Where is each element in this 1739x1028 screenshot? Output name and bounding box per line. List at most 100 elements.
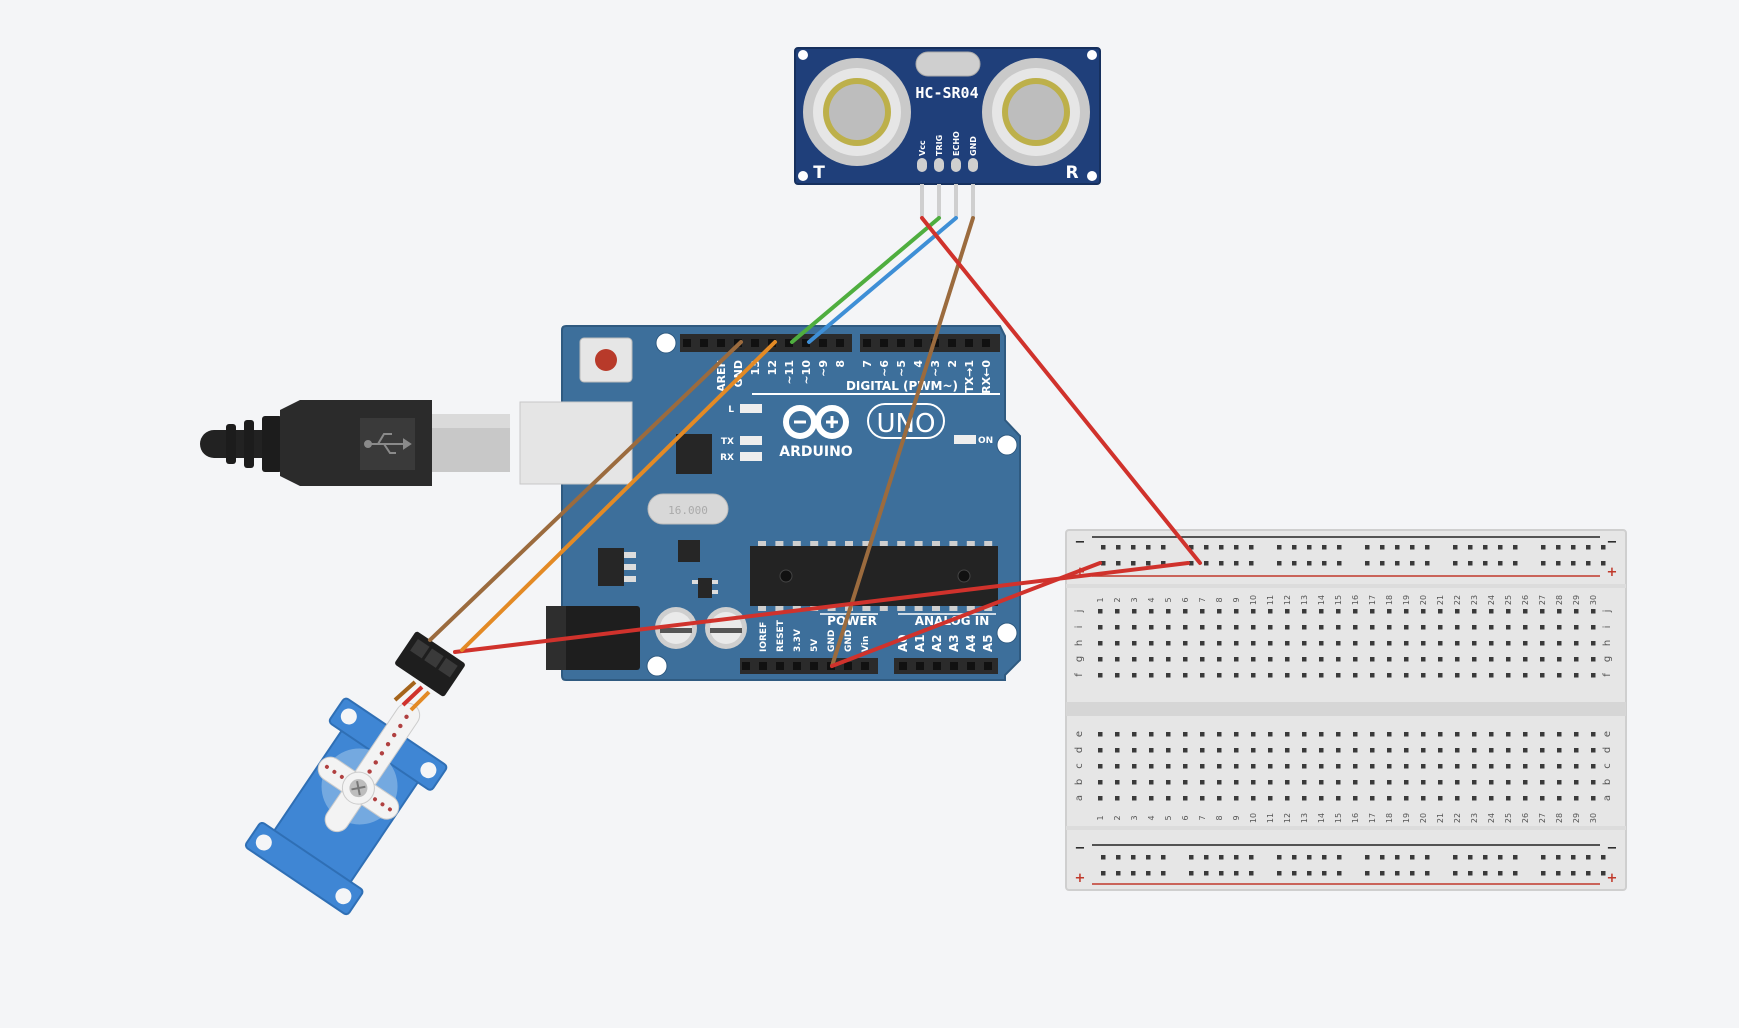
row-label: a	[1602, 795, 1613, 801]
row-label: d	[1074, 747, 1085, 753]
header-hole[interactable]	[967, 662, 975, 670]
column-label: 6	[1181, 597, 1190, 602]
wire-blue-echo[interactable]	[807, 216, 958, 344]
column-label: 19	[1402, 595, 1411, 605]
header-hole[interactable]	[793, 662, 801, 670]
wire-orange-servo-signal[interactable]	[460, 340, 777, 652]
servo-connector[interactable]	[394, 631, 466, 698]
wire-red-vcc[interactable]	[920, 216, 1202, 565]
column-label: 16	[1351, 813, 1360, 823]
row-label: c	[1602, 763, 1613, 769]
header-hole[interactable]	[742, 662, 750, 670]
digital-header-label: DIGITAL (PWM~)	[846, 379, 958, 393]
wire-brown-gnd[interactable]	[830, 216, 975, 668]
header-hole[interactable]	[914, 339, 922, 347]
led-label-rx: RX	[720, 453, 734, 463]
mount-hole	[996, 434, 1018, 456]
column-label: 22	[1453, 813, 1462, 823]
analog-pin-label: A3	[947, 634, 961, 652]
power-pin-label: RESET	[776, 619, 786, 652]
power-pin-label: IOREF	[759, 622, 769, 652]
column-label: 17	[1368, 813, 1377, 823]
header-hole[interactable]	[819, 339, 827, 347]
header-hole[interactable]	[700, 339, 708, 347]
header-hole[interactable]	[863, 339, 871, 347]
row-label: g	[1602, 656, 1613, 662]
column-label: 2	[1113, 815, 1122, 820]
header-hole[interactable]	[916, 662, 924, 670]
reset-button[interactable]	[579, 337, 633, 383]
capacitor	[655, 607, 697, 649]
row-label: h	[1602, 640, 1613, 646]
header-hole[interactable]	[880, 339, 888, 347]
sensor-pin-pad[interactable]	[917, 158, 927, 172]
voltage-regulator	[598, 548, 636, 586]
sensor-pin-pad[interactable]	[968, 158, 978, 172]
rail-plus-sign: +	[1075, 871, 1086, 886]
power-header[interactable]	[740, 658, 998, 674]
micro-servo-motor[interactable]	[244, 671, 465, 916]
row-label: i	[1602, 626, 1613, 629]
header-hole[interactable]	[950, 662, 958, 670]
column-label: 4	[1147, 815, 1156, 820]
wires	[428, 216, 1202, 668]
header-hole[interactable]	[965, 339, 973, 347]
column-label: 11	[1266, 595, 1275, 605]
arduino-uno-board[interactable]: 16.000	[519, 325, 1021, 681]
header-hole[interactable]	[897, 339, 905, 347]
column-label: 10	[1249, 813, 1258, 823]
header-hole[interactable]	[785, 339, 793, 347]
transmitter-transducer-icon	[803, 58, 911, 166]
header-hole[interactable]	[933, 662, 941, 670]
header-hole[interactable]	[683, 339, 691, 347]
wire-brown-servo-gnd[interactable]	[428, 340, 743, 642]
column-label: 18	[1385, 595, 1394, 605]
header-hole[interactable]	[899, 662, 907, 670]
led-label-on: ON	[978, 436, 993, 446]
digital-pin-label: 8	[834, 360, 847, 368]
header-hole[interactable]	[861, 662, 869, 670]
header-hole[interactable]	[982, 339, 990, 347]
column-label: 7	[1198, 597, 1207, 602]
sensor-pin-pad[interactable]	[934, 158, 944, 172]
column-label: 18	[1385, 813, 1394, 823]
analog-pin-label: A2	[930, 634, 944, 652]
header-hole[interactable]	[717, 339, 725, 347]
atmega-microcontroller	[750, 541, 998, 611]
analog-pin-label: A4	[964, 634, 978, 652]
usb-chip	[676, 434, 712, 474]
column-label: 9	[1232, 815, 1241, 820]
led-label-tx: TX	[721, 437, 734, 447]
header-hole[interactable]	[776, 662, 784, 670]
column-label: 13	[1300, 813, 1309, 823]
column-label: 19	[1402, 813, 1411, 823]
header-hole[interactable]	[984, 662, 992, 670]
sensor-pin-pad[interactable]	[951, 158, 961, 172]
row-label: i	[1074, 626, 1085, 629]
column-label: 13	[1300, 595, 1309, 605]
header-hole[interactable]	[802, 339, 810, 347]
digital-pin-label: ~6	[878, 360, 891, 377]
led-indicators: L TX RX ON	[720, 404, 993, 463]
uno-badge	[867, 403, 945, 439]
column-label: 20	[1419, 595, 1428, 605]
arduino-logo-icon	[783, 405, 849, 439]
wire-red-servo-power[interactable]	[453, 561, 1190, 654]
header-hole[interactable]	[751, 339, 759, 347]
digital-header[interactable]	[680, 334, 1000, 352]
header-hole[interactable]	[948, 339, 956, 347]
header-hole[interactable]	[836, 339, 844, 347]
digital-pin-label: ~9	[817, 360, 830, 377]
header-hole[interactable]	[759, 662, 767, 670]
wire-green-trig[interactable]	[790, 216, 941, 344]
breadboard[interactable]: 1122334455667788991010111112121313141415…	[1065, 529, 1627, 891]
row-label: b	[1074, 779, 1085, 785]
column-label: 26	[1521, 595, 1530, 605]
header-hole[interactable]	[844, 662, 852, 670]
column-label: 16	[1351, 595, 1360, 605]
header-hole[interactable]	[810, 662, 818, 670]
rail-minus-sign: −	[1075, 535, 1086, 550]
column-label: 27	[1538, 595, 1547, 605]
